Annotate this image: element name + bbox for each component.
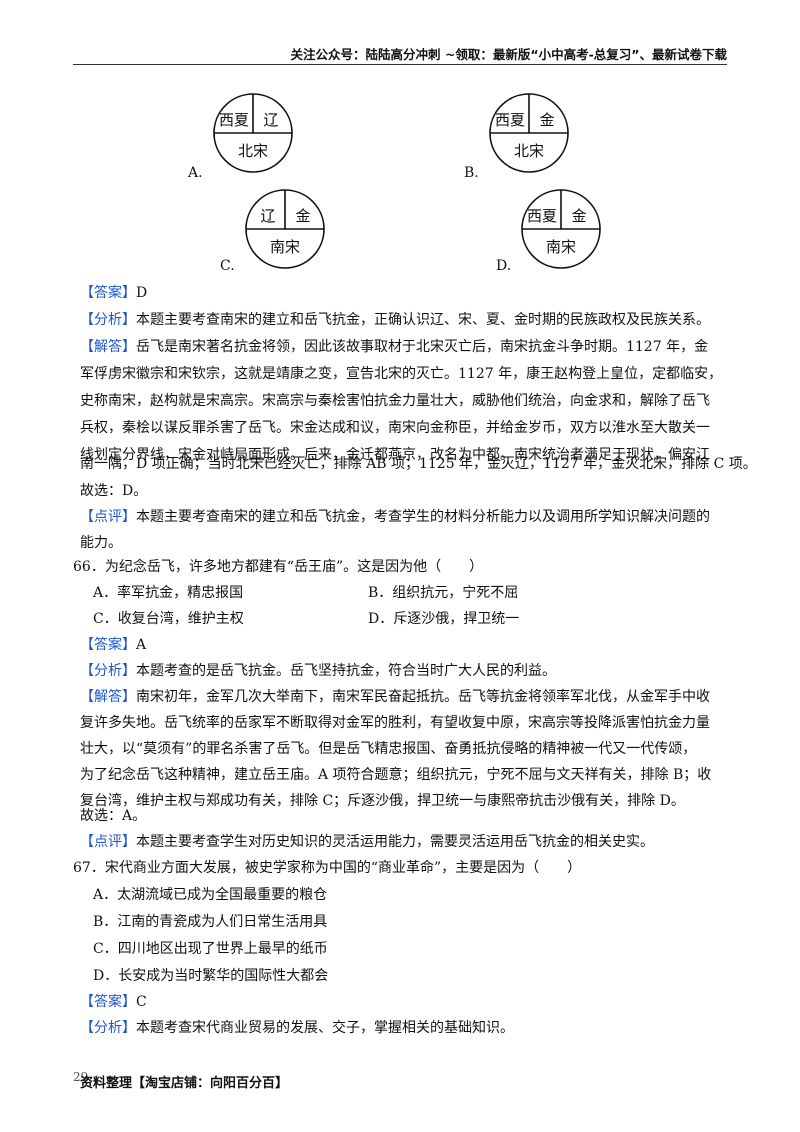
diagram-b-top-left: 西夏: [495, 111, 525, 129]
q67-answer: 【答案】C: [80, 991, 730, 1013]
q65-solution-line: 南一隅，D 项正确；当时北宋已经灭亡，排除 AB 项；1125 年，金灭辽，11…: [80, 456, 757, 472]
diagram-d-bottom: 南宋: [546, 238, 576, 256]
q66-option-c: C．收复台湾，维护主权: [93, 611, 244, 627]
header-divider: [73, 64, 727, 65]
diagram-c-bottom: 南宋: [270, 238, 300, 256]
q66-conclusion: 故选：A。: [80, 808, 147, 824]
q66-answer: 【答案】A: [80, 634, 730, 656]
q65-solution-line: 军俘虏宋徽宗和宋钦宗，这就是靖康之变，宣告北宋的灭亡。1127 年，康王赵构登上…: [80, 366, 723, 382]
q65-solution-line: 兵权，秦桧以谋反罪杀害了岳飞。宋金达成和议，南宋向金称臣，并给金岁币，双方以淮水…: [80, 420, 710, 436]
diagram-a-top-right: 辽: [263, 111, 278, 129]
comment-tag: 【点评】: [80, 509, 136, 525]
q66-option-d: D．斥逐沙俄，捍卫统一: [368, 611, 520, 627]
answer-tag: 【答案】: [80, 285, 136, 301]
q67-option-c: C．四川地区出现了世界上最早的纸币: [93, 941, 328, 957]
q67-stem: 67．宋代商业方面大发展，被史学家称为中国的“商业革命”，主要是因为（ ）: [73, 860, 582, 876]
q65-solution-line: 线划定分界线，宋金对峙局面形成。后来，金迁都燕京，改名为中都。南宋统治者满足于现…: [80, 447, 710, 463]
q67-option-d: D．长安成为当时繁华的国际性大都会: [93, 968, 329, 984]
q65-conclusion: 故选：D。: [80, 483, 148, 499]
page-footer: 资料整理【淘宝店铺：向阳百分百】: [80, 1076, 289, 1091]
answer-tag: 【答案】: [80, 637, 136, 653]
diagram-d-letter: D.: [496, 258, 512, 274]
analysis-tag: 【分析】: [80, 663, 136, 679]
q66-option-b: B．组织抗元，宁死不屈: [368, 585, 519, 601]
page-header: 关注公众号：陆陆高分冲刺 ~领取：最新版“小中高考-总复习”、最新试卷下载: [290, 47, 727, 62]
diagram-b-top-right: 金: [539, 111, 554, 129]
diagram-a-letter: A.: [188, 165, 203, 181]
q65-analysis: 【分析】本题主要考查南宋的建立和岳飞抗金，正确认识辽、宋、夏、金时期的民族政权及…: [80, 309, 730, 331]
diagram-option-b: 西夏 金 北宋: [488, 92, 570, 178]
diagram-option-c: 辽 金 南宋: [244, 188, 326, 274]
q66-solution-line: 为了纪念岳飞这种精神，建立岳王庙。A 项符合题意；组织抗元，宁死不屈与文天祥有关…: [80, 767, 712, 783]
answer-tag: 【答案】: [80, 994, 136, 1010]
diagram-c-letter: C.: [220, 258, 235, 274]
q66-comment: 【点评】本题主要考查学生对历史知识的灵活运用能力，需要灵活运用岳飞抗金的相关史实…: [80, 834, 654, 850]
q65-solution-line: 史称南宋，赵构就是宋高宗。宋高宗与秦桧害怕抗金力量壮大，威胁他们统治，向金求和，…: [80, 393, 710, 409]
q66-solution-line: 壮大，以“莫须有”的罪名杀害了岳飞。但是岳飞精忠报国、奋勇抵抗侵略的精神被一代又…: [80, 741, 697, 757]
analysis-text: 本题主要考查南宋的建立和岳飞抗金，正确认识辽、宋、夏、金时期的民族政权及民族关系…: [136, 312, 710, 328]
q66-stem: 66．为纪念岳飞，许多地方都建有“岳王庙”。这是因为他（ ）: [73, 559, 484, 575]
diagram-a-top-left: 西夏: [219, 111, 249, 129]
q66-solution-line: 【解答】南宋初年，金军几次大举南下，南宋军民奋起抵抗。岳飞等抗金将领率军北伐，从…: [80, 689, 710, 705]
answer-value: C: [136, 994, 147, 1010]
q66-option-a: A．率军抗金，精忠报国: [93, 585, 244, 601]
q66-solution-line: 复许多失地。岳飞统率的岳家军不断取得对金军的胜利，有望收复中原，宋高宗等投降派害…: [80, 715, 710, 731]
q67-analysis: 【分析】本题考查宋代商业贸易的发展、交子，掌握相关的基础知识。: [80, 1020, 514, 1036]
analysis-tag: 【分析】: [80, 312, 136, 328]
page-number: 29: [73, 1070, 89, 1084]
diagram-d-top-right: 金: [571, 207, 586, 225]
answer-value: D: [136, 285, 148, 301]
q65-comment-cont: 能力。: [80, 535, 122, 551]
q67-option-a: A．太湖流域已成为全国最重要的粮仓: [93, 887, 328, 903]
comment-tag: 【点评】: [80, 834, 136, 850]
answer-value: A: [136, 637, 147, 653]
diagram-option-d: 西夏 金 南宋: [520, 188, 602, 274]
diagram-a-bottom: 北宋: [238, 142, 268, 160]
diagram-d-top-left: 西夏: [527, 207, 557, 225]
diagram-c-top-right: 金: [295, 207, 310, 225]
diagram-b-letter: B.: [464, 165, 479, 181]
q67-option-b: B．江南的青瓷成为人们日常生活用具: [93, 914, 328, 930]
diagram-b-bottom: 北宋: [514, 142, 544, 160]
solution-tag: 【解答】: [80, 689, 136, 705]
diagram-option-a: 西夏 辽 北宋: [212, 92, 294, 178]
q65-comment: 【点评】本题主要考查南宋的建立和岳飞抗金，考查学生的材料分析能力以及调用所学知识…: [80, 509, 710, 525]
q66-solution-line: 复台湾，维护主权与郑成功有关，排除 C；斥逐沙俄，捍卫统一与康熙帝抗击沙俄有关，…: [80, 793, 685, 809]
q65-answer: 【答案】D: [80, 282, 730, 304]
solution-tag: 【解答】: [80, 339, 136, 355]
q65-solution-line: 【解答】岳飞是南宋著名抗金将领，因此该故事取材于北宋灭亡后，南宋抗金斗争时期。1…: [80, 339, 709, 355]
q66-analysis: 【分析】本题考查的是岳飞抗金。岳飞坚持抗金，符合当时广大人民的利益。: [80, 663, 556, 679]
diagram-c-top-left: 辽: [260, 207, 275, 225]
analysis-tag: 【分析】: [80, 1020, 136, 1036]
